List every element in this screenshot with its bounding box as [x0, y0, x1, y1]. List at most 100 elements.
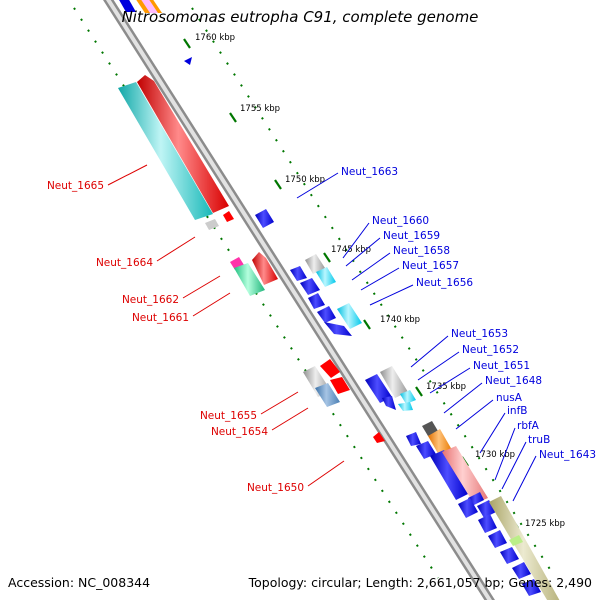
gene-feature-Neut_1660[interactable] — [305, 254, 325, 274]
gene-label-Neut_1663[interactable]: Neut_1663 — [341, 166, 398, 178]
gene-feature-Neut_1650[interactable] — [373, 432, 385, 443]
tick-label: 1760 kbp — [195, 33, 235, 43]
gene-feature[interactable] — [478, 514, 497, 533]
gene-feature[interactable] — [416, 441, 436, 459]
gene-feature-Neut_1648[interactable] — [422, 421, 438, 436]
gene-feature[interactable] — [290, 266, 307, 281]
tick-label: 1730 kbp — [475, 450, 515, 460]
reverse-label-text: Neut_1665 Neut_1664 Neut_1662 Neut_1661 … — [47, 180, 304, 494]
gene-label-Neut_1653[interactable]: Neut_1653 — [451, 328, 508, 340]
gene-feature-Neut_1664[interactable] — [137, 75, 229, 213]
gene-label-Neut_1643[interactable]: Neut_1643 — [539, 449, 596, 461]
leader-line — [479, 412, 506, 454]
gene-feature-Neut_1652[interactable] — [365, 374, 392, 403]
gene-label-Neut_1656[interactable]: Neut_1656 — [416, 277, 473, 289]
gene-feature-Neut_1661[interactable] — [252, 252, 278, 285]
tick-label: 1740 kbp — [380, 315, 420, 325]
gene-feature-Neut_1656[interactable] — [337, 303, 362, 329]
leader-line — [296, 172, 339, 199]
gene-feature-Neut_1665[interactable] — [118, 82, 213, 220]
leader-line — [182, 275, 221, 299]
gene-feature[interactable] — [300, 278, 320, 295]
gene-feature[interactable] — [398, 402, 413, 411]
genome-summary-text: Topology: circular; Length: 2,661,057 bp… — [248, 575, 592, 590]
accession-text: Accession: NC_008344 — [8, 575, 151, 590]
gene-feature[interactable] — [184, 57, 192, 65]
gene-label-nusA[interactable]: nusA — [496, 392, 523, 404]
tick-label: 1755 kbp — [240, 104, 280, 114]
gene-label-Neut_1648[interactable]: Neut_1648 — [485, 375, 542, 387]
forward-labels — [296, 172, 537, 502]
gene-label-Neut_1661[interactable]: Neut_1661 — [132, 312, 189, 324]
gene-feature[interactable] — [324, 322, 352, 336]
tick-mark — [183, 38, 191, 49]
gene-feature[interactable] — [320, 359, 340, 378]
genome-backbone — [103, 0, 495, 600]
genome-title: Nitrosomonas eutropha C91, complete geno… — [121, 8, 479, 26]
tick-label: 1725 kbp — [525, 519, 565, 529]
reverse-strand-features — [118, 0, 385, 443]
gene-label-Neut_1657[interactable]: Neut_1657 — [402, 260, 459, 272]
gene-feature[interactable] — [458, 498, 478, 518]
gene-label-Neut_1664[interactable]: Neut_1664 — [96, 257, 153, 269]
forward-label-text: Neut_1663 Neut_1660 Neut_1659 Neut_1658 … — [341, 166, 596, 461]
tick-label: 1735 kbp — [426, 382, 466, 392]
leader-line — [443, 382, 483, 414]
gene-feature[interactable] — [488, 530, 507, 548]
gene-feature[interactable] — [428, 429, 452, 457]
gene-label-Neut_1660[interactable]: Neut_1660 — [372, 215, 429, 227]
gene-label-infB[interactable]: infB — [507, 405, 527, 417]
gene-feature[interactable] — [118, 0, 136, 12]
gene-label-Neut_1650[interactable]: Neut_1650 — [247, 482, 304, 494]
leader-line — [342, 222, 370, 259]
gene-feature-Neut_1658[interactable] — [308, 293, 325, 309]
gene-feature[interactable] — [500, 547, 519, 564]
gene-label-Neut_1659[interactable]: Neut_1659 — [383, 230, 440, 242]
gene-feature-Neut_1654[interactable] — [315, 383, 340, 407]
tick-label: 1750 kbp — [285, 175, 325, 185]
tick-mark — [229, 112, 237, 123]
gene-feature-Neut_1651[interactable] — [400, 390, 416, 404]
gene-feature-Neut_1663[interactable] — [255, 209, 274, 228]
gene-feature[interactable] — [406, 432, 421, 446]
gene-label-Neut_1655[interactable]: Neut_1655 — [200, 410, 257, 422]
leader-line — [156, 236, 196, 262]
leader-line — [410, 335, 449, 368]
gene-feature-infB[interactable] — [442, 446, 488, 504]
gene-label-Neut_1658[interactable]: Neut_1658 — [393, 245, 450, 257]
gene-feature-Neut_1659[interactable] — [316, 267, 336, 287]
leader-line — [271, 407, 309, 431]
gene-feature-Neut_1662[interactable] — [234, 263, 265, 296]
gene-label-Neut_1652[interactable]: Neut_1652 — [462, 344, 519, 356]
gene-feature[interactable] — [205, 219, 219, 230]
gene-feature[interactable] — [522, 579, 541, 596]
gene-feature[interactable] — [382, 396, 396, 410]
reverse-labels — [107, 164, 345, 487]
gene-label-Neut_1651[interactable]: Neut_1651 — [473, 360, 530, 372]
gene-feature-Neut_1643[interactable] — [489, 496, 565, 600]
gene-feature-Neut_1653[interactable] — [380, 366, 408, 398]
gene-feature[interactable] — [140, 0, 158, 13]
gene-feature-Neut_1657[interactable] — [317, 306, 336, 323]
gene-feature-nusA[interactable] — [430, 450, 468, 500]
leader-line — [417, 351, 460, 381]
gene-feature[interactable] — [512, 562, 531, 579]
leader-line — [260, 391, 299, 415]
tick-mark — [274, 179, 282, 190]
forward-strand-features — [184, 57, 565, 600]
leader-line — [512, 455, 537, 502]
tick-mark — [363, 319, 371, 330]
tick-mark — [415, 386, 423, 397]
gene-label-truB[interactable]: truB — [528, 434, 550, 446]
leader-line — [307, 460, 345, 487]
gene-feature[interactable] — [509, 535, 523, 546]
gene-feature[interactable] — [223, 211, 234, 222]
leader-line — [345, 237, 381, 267]
gene-label-Neut_1662[interactable]: Neut_1662 — [122, 294, 179, 306]
gene-feature[interactable] — [330, 377, 350, 394]
leader-line — [501, 441, 527, 490]
gene-label-rbfA[interactable]: rbfA — [517, 420, 540, 432]
gene-label-Neut_1665[interactable]: Neut_1665 — [47, 180, 104, 192]
gene-label-Neut_1654[interactable]: Neut_1654 — [211, 426, 268, 438]
